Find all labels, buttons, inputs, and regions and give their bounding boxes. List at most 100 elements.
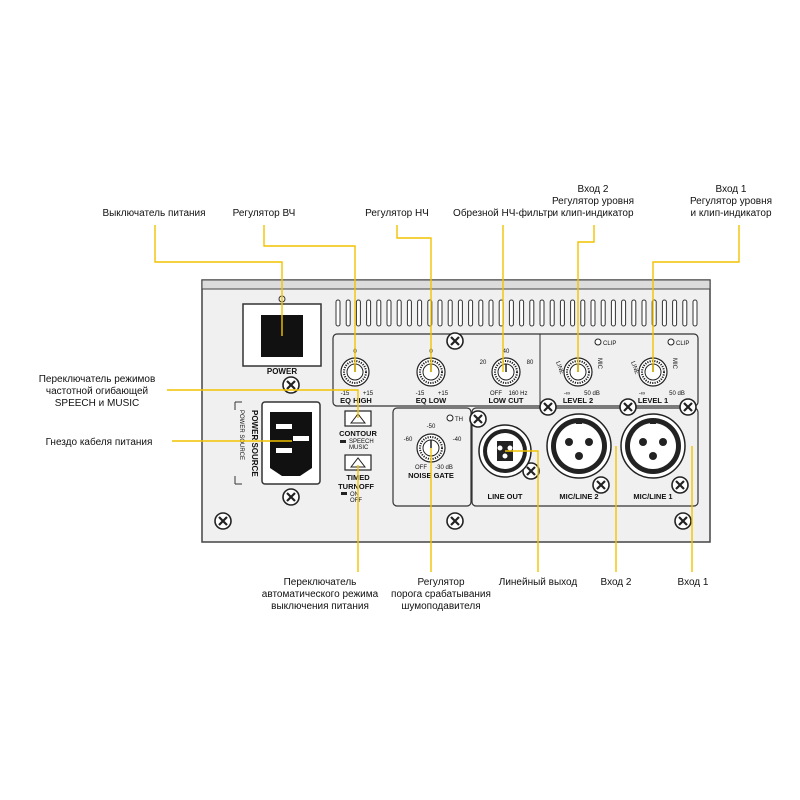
- screw: [591, 475, 611, 495]
- vent-slot: [672, 299, 678, 327]
- speech-label: SPEECH: [349, 439, 374, 445]
- low-cut-right: 80: [527, 360, 534, 366]
- ng-right: -40: [453, 437, 462, 443]
- clip-label-2: CLIP: [603, 341, 616, 347]
- vent-slot: [366, 299, 372, 327]
- ng-top: -50: [427, 424, 436, 430]
- callout-line-out: Линейный выход: [499, 577, 578, 588]
- eq-high-min: -15: [341, 391, 350, 397]
- level2-label: LEVEL 2: [563, 396, 593, 405]
- low-cut-off: OFF: [490, 391, 502, 397]
- screw: [670, 475, 690, 495]
- callout-noise-gate-line3: шумоподавителя: [401, 601, 480, 612]
- level1-min: -∞: [639, 391, 645, 397]
- screw: [468, 409, 488, 429]
- level2-max: 50 dB: [584, 391, 600, 397]
- callout-input2-level-line1: Вход 2: [578, 184, 609, 195]
- vent-slot: [641, 299, 647, 327]
- screw: [673, 511, 693, 531]
- vent-slot: [478, 299, 484, 327]
- vent-slot: [580, 299, 586, 327]
- eq-high-label: EQ HIGH: [340, 396, 372, 405]
- io-section: [471, 407, 699, 507]
- th-label: TH: [455, 417, 463, 423]
- mic-line2-jack[interactable]: MIC/LINE 2: [546, 413, 612, 501]
- level1-label: LEVEL 1: [638, 396, 668, 405]
- callout-timed-line1: Переключатель: [284, 577, 357, 588]
- vent-slot: [621, 299, 627, 327]
- vent-slot: [631, 299, 637, 327]
- vent-slot: [508, 299, 514, 327]
- power-socket[interactable]: POWER SOURCE POWER SOURCE: [234, 401, 321, 485]
- ng-off: OFF: [415, 465, 427, 471]
- callout-contour-line2: частотной огибающей: [46, 385, 148, 397]
- vent-slot: [406, 299, 412, 327]
- vent-slot: [570, 299, 576, 327]
- eq-low-min: -15: [416, 391, 425, 397]
- vent-slot: [396, 299, 402, 327]
- eq-low-max: +15: [438, 391, 449, 397]
- eq-high-max: +15: [363, 391, 374, 397]
- power-source-sub-label: POWER SOURCE: [238, 410, 244, 460]
- callout-input1-level-line1: Вход 1: [716, 184, 747, 195]
- low-cut-left: 20: [480, 360, 487, 366]
- callout-contour-line1: Переключатель режимов: [39, 374, 156, 385]
- eq-low-label: EQ LOW: [416, 396, 447, 405]
- level1-knob[interactable]: LINE MIC -∞ 50 dB LEVEL 1: [629, 357, 685, 405]
- level2-knob[interactable]: LINE MIC -∞ 50 dB LEVEL 2: [554, 357, 602, 405]
- callout-input1: Вход 1: [678, 577, 709, 588]
- noise-gate-section: [392, 407, 472, 507]
- power-label: POWER: [267, 367, 297, 376]
- low-cut-top: 40: [503, 349, 510, 355]
- level1-line: LINE: [629, 361, 639, 376]
- vent-slot: [437, 299, 443, 327]
- power-source-label: POWER SOURCE: [250, 410, 259, 477]
- mic-line1-label: MIC/LINE 1: [633, 492, 672, 501]
- callout-input1-level-line3: и клип-индикатор: [690, 208, 772, 219]
- control-section-upper: [332, 333, 699, 407]
- vent-slot: [661, 299, 667, 327]
- vent-slot: [386, 299, 392, 327]
- vent-slot: [692, 299, 698, 327]
- vent-slot: [682, 299, 688, 327]
- level1-max: 50 dB: [669, 391, 685, 397]
- screw: [445, 511, 465, 531]
- vent-slot: [335, 299, 341, 327]
- callout-noise-gate-line2: порога срабатывания: [391, 588, 491, 600]
- vent-slot: [345, 299, 351, 327]
- ng-left: -60: [404, 437, 413, 443]
- screw: [678, 397, 698, 417]
- callout-contour-line3: SPEECH и MUSIC: [55, 398, 140, 409]
- low-cut-label: LOW CUT: [489, 396, 524, 405]
- callout-timed-line3: выключения питания: [271, 601, 369, 612]
- callout-eq-high: Регулятор ВЧ: [233, 208, 296, 219]
- screw: [618, 397, 638, 417]
- callout-power-switch: Выключатель питания: [102, 208, 205, 219]
- screw: [538, 397, 558, 417]
- vent-slot: [529, 299, 535, 327]
- clip-label-1: CLIP: [676, 341, 689, 347]
- callout-eq-low: Регулятор НЧ: [365, 208, 429, 219]
- clip-indicator-2: CLIP: [594, 338, 616, 347]
- line-out-label: LINE OUT: [488, 492, 523, 501]
- screw: [213, 511, 233, 531]
- vent-slots: [335, 299, 698, 327]
- vent-slot: [447, 299, 453, 327]
- vent-slot: [590, 299, 596, 327]
- low-cut-knob[interactable]: 40 20 80 OFF 160 Hz LOW CUT: [480, 349, 534, 405]
- ng-max: -30 dB: [435, 465, 453, 471]
- th-indicator: TH: [446, 414, 463, 423]
- callout-input2-level-line3: и клип-индикатор: [552, 208, 634, 219]
- on-label: ON: [350, 492, 359, 498]
- vent-slot: [355, 299, 361, 327]
- level2-mic: MIC: [596, 358, 602, 370]
- contour-switch[interactable]: CONTOUR SPEECH MUSIC: [339, 410, 377, 451]
- vent-slot: [549, 299, 555, 327]
- off-label: OFF: [350, 498, 362, 504]
- leader-lines: [154, 225, 740, 572]
- level2-min: -∞: [564, 391, 570, 397]
- contour-label: CONTOUR: [339, 429, 377, 438]
- mic-line1-jack[interactable]: MIC/LINE 1: [620, 413, 686, 501]
- vent-slot: [488, 299, 494, 327]
